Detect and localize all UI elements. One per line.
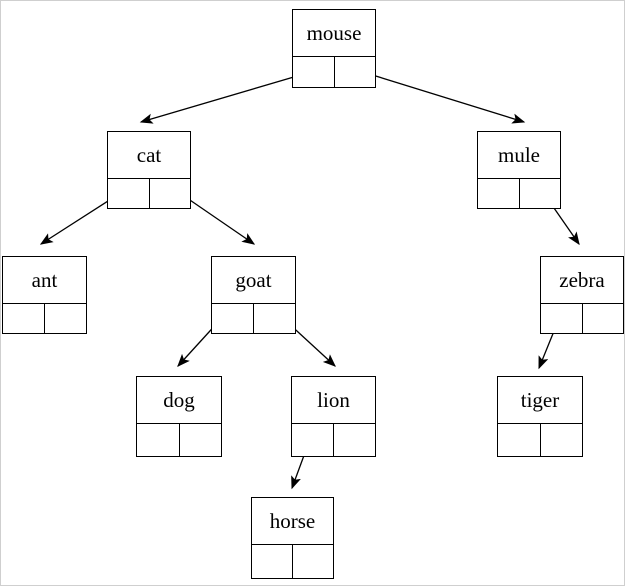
tree-node-pointer-cells [541,303,623,333]
tree-node-pointer-cells [108,178,190,208]
right-pointer-cell[interactable] [253,304,295,333]
tree-node-mouse[interactable]: mouse [292,9,376,88]
tree-node-label: horse [269,509,316,533]
tree-node-pointer-cells [292,423,375,456]
tree-node-label: dog [163,388,195,412]
left-pointer-cell[interactable] [3,304,44,333]
tree-node-goat[interactable]: goat [211,256,296,334]
tree-node-pointer-cells [3,303,86,333]
right-pointer-cell[interactable] [518,179,561,208]
right-pointer-cell[interactable] [333,57,376,87]
left-pointer-cell[interactable] [541,304,582,333]
tree-node-cat[interactable]: cat [107,131,191,209]
tree-node-label: cat [136,143,162,167]
left-pointer-cell[interactable] [252,545,292,578]
tree-node-label: goat [235,268,272,292]
tree-node-pointer-cells [137,423,221,456]
tree-node-lion[interactable]: lion [291,376,376,457]
left-pointer-cell[interactable] [137,424,179,456]
right-pointer-cell[interactable] [178,424,222,456]
tree-node-dog[interactable]: dog [136,376,222,457]
left-pointer-cell[interactable] [292,424,333,456]
tree-node-label: ant [31,268,58,292]
tree-node-horse[interactable]: horse [251,497,334,579]
left-pointer-cell[interactable] [498,424,540,456]
right-pointer-cell[interactable] [44,304,86,333]
left-pointer-cell[interactable] [293,57,334,87]
tree-edge-mouse-to-mule [352,68,526,124]
left-pointer-cell[interactable] [212,304,253,333]
left-pointer-cell[interactable] [108,179,149,208]
right-pointer-cell[interactable] [539,424,583,456]
tree-node-pointer-cells [252,544,333,578]
tree-node-label: mule [498,143,540,167]
tree-node-label: lion [317,388,350,412]
right-pointer-cell[interactable] [148,179,191,208]
left-pointer-cell[interactable] [478,179,519,208]
tree-node-pointer-cells [478,178,560,208]
tree-node-zebra[interactable]: zebra [540,256,624,334]
tree-node-pointer-cells [212,303,295,333]
right-pointer-cell[interactable] [333,424,375,456]
tree-node-pointer-cells [498,423,582,456]
tree-node-mule[interactable]: mule [477,131,561,209]
tree-node-label: tiger [520,388,560,412]
right-pointer-cell[interactable] [292,545,333,578]
tree-node-pointer-cells [293,56,375,87]
tree-node-tiger[interactable]: tiger [497,376,583,457]
right-pointer-cell[interactable] [581,304,624,333]
tree-node-label: zebra [559,268,605,292]
tree-node-label: mouse [306,21,362,45]
tree-node-ant[interactable]: ant [2,256,87,334]
